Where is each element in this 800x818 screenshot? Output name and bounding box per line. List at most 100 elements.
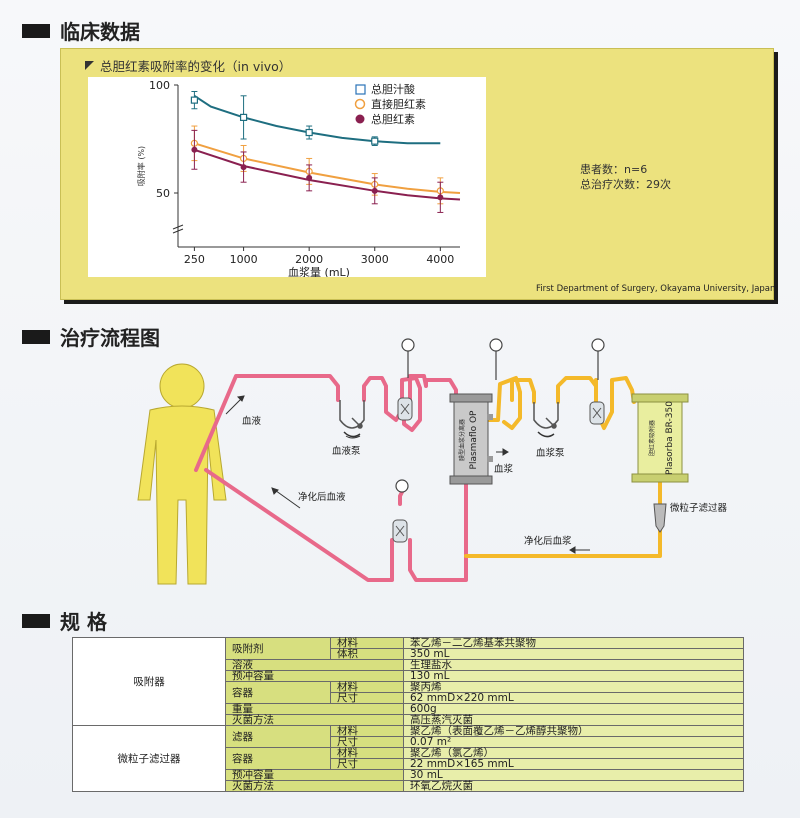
sub-cell: 尺寸 bbox=[330, 736, 404, 748]
section-bar-icon bbox=[22, 329, 50, 344]
sub-cell: 尺寸 bbox=[330, 758, 404, 770]
x-tick-label: 250 bbox=[184, 253, 205, 266]
section-title-text: 临床数据 bbox=[60, 20, 140, 44]
chart-title-text: 总胆红素吸附率的变化（in vivo） bbox=[100, 59, 292, 74]
table-row: 容器 材料 聚乙烯（氯乙烯） bbox=[73, 747, 744, 770]
adsorption-chart: 50 100 250 1000 2000 3000 4000 血浆量 (mL) 吸附率 (%) 总… bbox=[136, 79, 461, 279]
plasma-pump-icon bbox=[533, 402, 559, 438]
section-bar-icon bbox=[22, 613, 50, 628]
item-cell: 容器 bbox=[225, 681, 331, 704]
drip-chamber-icon bbox=[392, 519, 408, 543]
label-blood: 血液 bbox=[242, 415, 262, 427]
data-point bbox=[240, 164, 247, 171]
item-cell: 重量 bbox=[225, 703, 404, 715]
label-purified-plasma: 净化后血浆 bbox=[524, 535, 572, 547]
value-cell: 22 mmD×165 mmL bbox=[403, 758, 744, 770]
x-tick-label: 1000 bbox=[230, 253, 258, 266]
label-blood-pump: 血液泵 bbox=[332, 445, 361, 457]
legend-label: 总胆红素 bbox=[371, 112, 415, 126]
sub-cell: 材料 bbox=[330, 747, 404, 759]
drip-chamber-icon bbox=[589, 401, 605, 425]
study-stats: 患者数：n=6 总治疗次数：29次 bbox=[580, 162, 671, 192]
spec-table: 吸附器 吸附剂 材料 苯乙烯－二乙烯基苯共聚物 体积 350 mL 溶液 生理盐… bbox=[72, 637, 744, 792]
data-point bbox=[239, 113, 248, 122]
data-point bbox=[306, 174, 313, 181]
item-cell: 容器 bbox=[225, 747, 331, 770]
adsorber-name: Plasorba BR-350 bbox=[665, 401, 675, 475]
label-particle-filter: 微粒子滤过器 bbox=[670, 502, 728, 514]
y-axis-label: 吸附率 (%) bbox=[136, 146, 146, 186]
blood-line-out bbox=[194, 374, 340, 472]
plasma-line-out bbox=[482, 376, 522, 430]
data-point bbox=[191, 146, 198, 153]
section-flowchart: 治疗流程图 bbox=[22, 322, 160, 351]
value-cell: 环氧乙烷灭菌 bbox=[403, 780, 744, 792]
value-cell: 苯乙烯－二乙烯基苯共聚物 bbox=[403, 637, 744, 649]
section-bar-icon bbox=[22, 23, 50, 38]
section-specs: 规 格 bbox=[22, 606, 107, 635]
label-plasma: 血浆 bbox=[494, 463, 514, 475]
item-cell: 吸附剂 bbox=[225, 637, 331, 660]
section-title-text: 规 格 bbox=[60, 610, 107, 634]
table-row: 吸附器 吸附剂 材料 苯乙烯－二乙烯基苯共聚物 bbox=[72, 637, 744, 726]
sub-cell: 材料 bbox=[330, 637, 404, 649]
sub-cell: 尺寸 bbox=[330, 692, 404, 704]
label-plasma-pump: 血浆泵 bbox=[536, 447, 565, 459]
table-row: 溶液 生理盐水 bbox=[73, 659, 744, 671]
value-cell: 高压蒸汽灭菌 bbox=[403, 714, 744, 726]
value-cell: 600g bbox=[403, 703, 744, 715]
legend-marker bbox=[355, 114, 365, 124]
sub-cell: 体积 bbox=[330, 648, 404, 660]
separator-name: Plasmaflo OP bbox=[469, 410, 479, 470]
value-cell: 30 mL bbox=[403, 769, 744, 781]
sub-cell: 材料 bbox=[330, 681, 404, 693]
item-cell: 灭菌方法 bbox=[225, 714, 404, 726]
treatment-flowchart: Plasmaflo OP 膜型血浆分离器 Plasorba BR-350 胆红素… bbox=[137, 338, 728, 585]
item-cell: 滤器 bbox=[225, 725, 331, 748]
value-cell: 62 mmD×220 mmL bbox=[403, 692, 744, 704]
data-point bbox=[437, 194, 444, 201]
legend-marker bbox=[354, 98, 366, 110]
x-tick-label: 2000 bbox=[295, 253, 323, 266]
item-cell: 灭菌方法 bbox=[225, 780, 404, 792]
value-cell: 聚乙烯（表面覆乙烯－乙烯醇共聚物） bbox=[403, 725, 744, 737]
data-point bbox=[190, 96, 198, 104]
drip-chamber-icon bbox=[397, 397, 413, 421]
plasma-line-return bbox=[464, 528, 662, 558]
particle-filter-icon bbox=[653, 503, 667, 533]
table-row: 尺寸 62 mmD×220 mmL bbox=[73, 692, 744, 704]
table-row: 尺寸 0.07 m² bbox=[73, 736, 744, 748]
value-cell: 0.07 m² bbox=[403, 736, 744, 748]
bilirubin-adsorber: Plasorba BR-350 胆红素吸附器 bbox=[631, 393, 689, 483]
credit-line: First Department of Surgery, Okayama Uni… bbox=[536, 284, 776, 294]
axis-break-icon bbox=[172, 224, 184, 234]
group-cell: 微粒子滤过器 bbox=[72, 725, 226, 792]
group-cell: 吸附器 bbox=[72, 637, 226, 726]
blood-pump-icon bbox=[339, 400, 365, 438]
blood-line-return bbox=[204, 468, 394, 582]
value-cell: 聚丙烯 bbox=[403, 681, 744, 693]
pressure-gauge-icon bbox=[395, 338, 605, 493]
x-tick-label: 4000 bbox=[426, 253, 454, 266]
flow-arrows bbox=[225, 395, 590, 554]
value-cell: 生理盐水 bbox=[403, 659, 744, 671]
y-tick-label: 100 bbox=[149, 79, 170, 92]
separator-sub: 膜型血浆分离器 bbox=[458, 419, 466, 461]
table-row: 灭菌方法 环氧乙烷灭菌 bbox=[73, 780, 744, 792]
data-point bbox=[371, 187, 378, 194]
y-tick-label: 50 bbox=[156, 187, 170, 200]
sub-cell: 材料 bbox=[330, 725, 404, 737]
legend-label: 总胆汁酸 bbox=[371, 82, 415, 96]
value-cell: 聚乙烯（氯乙烯） bbox=[403, 747, 744, 759]
section-clinical-data: 临床数据 bbox=[22, 16, 140, 45]
session-count: 总治疗次数：29次 bbox=[580, 178, 671, 191]
data-point bbox=[371, 137, 379, 145]
legend-label: 直接胆红素 bbox=[371, 97, 426, 111]
item-cell: 预冲容量 bbox=[225, 769, 404, 781]
series-line bbox=[194, 142, 461, 194]
value-cell: 130 mL bbox=[403, 670, 744, 682]
x-tick-label: 3000 bbox=[361, 253, 389, 266]
x-axis-label: 血浆量 (mL) bbox=[288, 265, 350, 277]
data-point bbox=[305, 128, 313, 137]
chart-title: 总胆红素吸附率的变化（in vivo） bbox=[85, 56, 291, 75]
